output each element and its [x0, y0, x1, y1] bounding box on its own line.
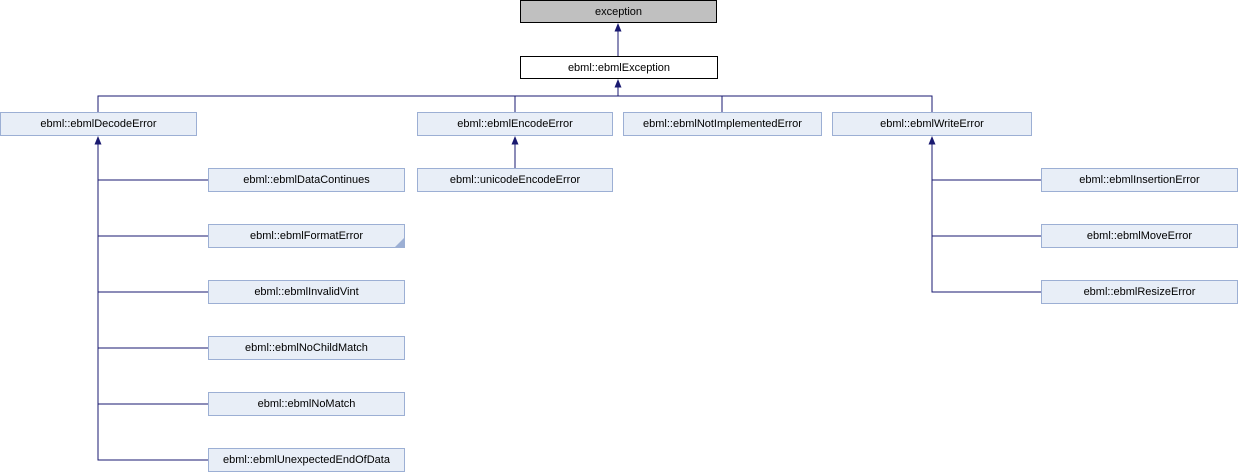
node-ebml-ebmlinsertionerror-label: ebml::ebmlInsertionError — [1079, 174, 1200, 186]
node-ebml-ebmlnomatch-label: ebml::ebmlNoMatch — [257, 398, 356, 410]
node-ebml-unicodeencodeerror[interactable]: ebml::unicodeEncodeError — [417, 168, 613, 192]
node-ebml-ebmlunexpectedendofdata-label: ebml::ebmlUnexpectedEndOfData — [223, 454, 390, 466]
node-ebml-ebmldecodeerror-label: ebml::ebmlDecodeError — [40, 118, 157, 130]
node-ebml-ebmlnotimplementederror-label: ebml::ebmlNotImplementedError — [643, 118, 802, 130]
node-ebml-ebmlinvalidvint-label: ebml::ebmlInvalidVint — [254, 286, 359, 298]
node-ebml-ebmlwriteerror-label: ebml::ebmlWriteError — [880, 118, 984, 130]
node-exception-label: exception — [594, 5, 643, 18]
arrowhead-to-ebmlwriteerror — [928, 136, 936, 145]
edge-children-to-ebmlexception — [97, 86, 933, 112]
node-exception: exception — [520, 0, 717, 23]
truncation-fold-marker — [395, 238, 404, 247]
arrowhead-to-exception — [614, 23, 622, 32]
node-ebml-ebmlformaterror[interactable]: ebml::ebmlFormatError — [208, 224, 405, 248]
node-ebml-ebmlmoveerror-label: ebml::ebmlMoveError — [1086, 230, 1193, 242]
node-ebml-ebmlnochildmatch-label: ebml::ebmlNoChildMatch — [245, 342, 368, 354]
node-ebml-ebmlunexpectedendofdata[interactable]: ebml::ebmlUnexpectedEndOfData — [208, 448, 405, 472]
node-ebml-ebmlnomatch[interactable]: ebml::ebmlNoMatch — [208, 392, 405, 416]
edge-children-to-ebmlwriteerror — [931, 143, 1041, 293]
edge-children-to-ebmldecodeerror — [97, 143, 208, 461]
node-ebml-ebmlinvalidvint[interactable]: ebml::ebmlInvalidVint — [208, 280, 405, 304]
node-ebml-ebmlresizeerror-label: ebml::ebmlResizeError — [1083, 286, 1196, 298]
arrowhead-to-ebmlexception — [614, 79, 622, 88]
node-ebml-ebmlmoveerror[interactable]: ebml::ebmlMoveError — [1041, 224, 1238, 248]
node-ebml-ebmlwriteerror[interactable]: ebml::ebmlWriteError — [832, 112, 1032, 136]
node-ebml-ebmlexception: ebml::ebmlException — [520, 56, 718, 79]
arrowhead-to-ebmlencodeerror — [511, 136, 519, 145]
node-ebml-ebmlnotimplementederror[interactable]: ebml::ebmlNotImplementedError — [623, 112, 822, 136]
node-ebml-ebmlencodeerror[interactable]: ebml::ebmlEncodeError — [417, 112, 613, 136]
node-ebml-unicodeencodeerror-label: ebml::unicodeEncodeError — [449, 174, 581, 186]
node-ebml-ebmlencodeerror-label: ebml::ebmlEncodeError — [457, 118, 573, 130]
node-ebml-ebmlexception-label: ebml::ebmlException — [567, 61, 671, 74]
node-ebml-ebmlnochildmatch[interactable]: ebml::ebmlNoChildMatch — [208, 336, 405, 360]
node-ebml-ebmlresizeerror[interactable]: ebml::ebmlResizeError — [1041, 280, 1238, 304]
arrowhead-to-ebmldecodeerror — [94, 136, 102, 145]
node-ebml-ebmlinsertionerror[interactable]: ebml::ebmlInsertionError — [1041, 168, 1238, 192]
node-ebml-ebmlformaterror-label: ebml::ebmlFormatError — [249, 230, 364, 242]
node-ebml-ebmldecodeerror[interactable]: ebml::ebmlDecodeError — [0, 112, 197, 136]
node-ebml-ebmldatacontinues-label: ebml::ebmlDataContinues — [243, 174, 370, 186]
node-ebml-ebmldatacontinues[interactable]: ebml::ebmlDataContinues — [208, 168, 405, 192]
